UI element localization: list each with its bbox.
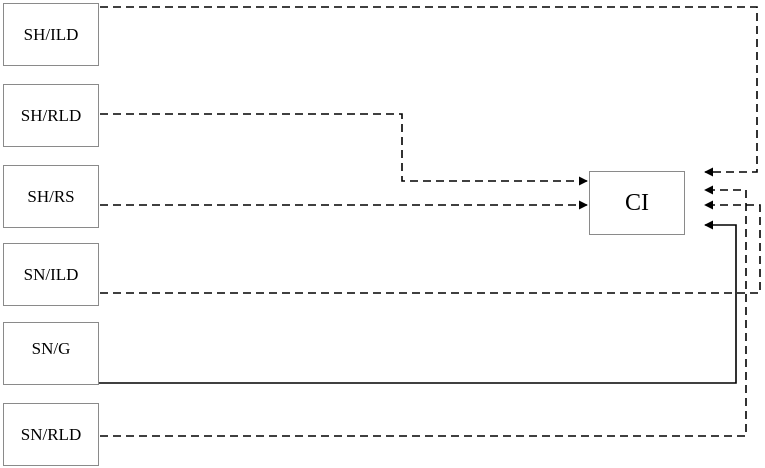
connector-sn-rld-ci xyxy=(100,185,747,437)
connector-sh-ild-ci xyxy=(100,6,758,177)
node-sn-ild: SN/ILD xyxy=(3,243,99,306)
connector-sh-rld-ci xyxy=(100,113,588,186)
node-sn-g: SN/G xyxy=(3,322,99,385)
connector-sn-ild-ci xyxy=(100,200,761,294)
node-sh-rld: SH/RLD xyxy=(3,84,99,147)
node-sh-ild: SH/ILD xyxy=(3,3,99,66)
node-sh-rs: SH/RS xyxy=(3,165,99,228)
node-ci: CI xyxy=(589,171,685,235)
node-sn-rld: SN/RLD xyxy=(3,403,99,466)
connector-sn-g-ci xyxy=(96,220,737,384)
